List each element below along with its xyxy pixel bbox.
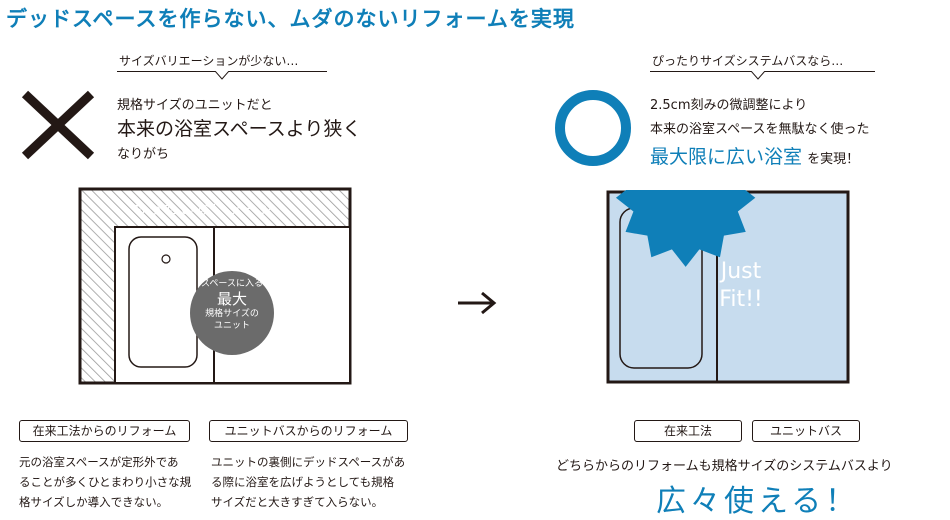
left-line-3: なりがち xyxy=(117,147,170,162)
right-line-3: 最大限に広い浴室 を実現！ xyxy=(650,142,859,169)
right-line-1: 2.5cm刻みの微調整により xyxy=(650,98,808,113)
note-unitbath-line-3: サイズだと大きすぎて入らない。 xyxy=(211,495,384,509)
tag-conventional: 在来工法 xyxy=(634,420,742,442)
left-line-1: 規格サイズのユニットだと xyxy=(117,98,273,113)
tag-unitbath: ユニットバス xyxy=(752,420,860,442)
badge-line-1: Just xyxy=(720,259,762,284)
drain xyxy=(161,254,171,264)
note-conventional: 元の浴室スペースが定形外であ ることが多くひとまわり小さな規 格サイズしか導入で… xyxy=(19,452,191,512)
unit-bath-diagram xyxy=(78,187,352,385)
note-conventional-line-2: ることが多くひとまわり小さな規 xyxy=(19,475,192,489)
right-line-3-rest: を実現！ xyxy=(807,152,860,167)
circle-line-1: スペースに入る xyxy=(201,279,263,289)
cross-mark-icon xyxy=(21,90,95,160)
tag-conventional-reform: 在来工法からのリフォーム xyxy=(19,420,190,442)
left-caption-pointer xyxy=(215,71,229,80)
circle-line-3: 規格サイズの xyxy=(205,309,259,319)
wasted-zone-label: もったいないゾーン xyxy=(132,202,276,218)
right-line-3-emphasis: 最大限に広い浴室 xyxy=(650,146,803,168)
headline-text: 広々使える！ xyxy=(656,484,860,519)
circle-mark-icon xyxy=(555,90,631,166)
max-unit-circle xyxy=(190,271,274,355)
note-unitbath: ユニットの裏側にデッドスペースがあ る際に浴室を広げようとしても規格 サイズだと… xyxy=(211,452,405,512)
note-unitbath-line-2: る際に浴室を広げようとしても規格 xyxy=(211,475,395,489)
left-caption: サイズバリエーションが少ない… xyxy=(119,54,299,68)
left-line-2: 本来の浴室スペースより狭く xyxy=(117,118,362,140)
summary-text: どちらからのリフォームも規格サイズのシステムバスより xyxy=(556,459,893,474)
note-conventional-line-3: 格サイズしか導入できない。 xyxy=(19,495,169,509)
arrow-right-icon xyxy=(458,291,497,315)
page-title: デッドスペースを作らない、ムダのないリフォームを実現 xyxy=(6,7,575,31)
circle-line-4: ユニット xyxy=(213,321,250,331)
circle-line-2: 最大 xyxy=(216,290,247,308)
just-fit-badge xyxy=(615,190,756,267)
right-caption-pointer xyxy=(751,71,765,80)
right-line-2: 本来の浴室スペースを無駄なく使った xyxy=(650,122,870,137)
note-unitbath-line-1: ユニットの裏側にデッドスペースがあ xyxy=(211,455,406,469)
note-conventional-line-1: 元の浴室スペースが定形外であ xyxy=(19,455,179,469)
just-fit-text: Just Fit!! xyxy=(701,258,781,314)
tag-unitbath-reform: ユニットバスからのリフォーム xyxy=(209,420,408,442)
right-caption: ぴったりサイズシステムバスなら… xyxy=(652,54,844,68)
system-bath-diagram xyxy=(606,190,850,384)
max-unit-text: スペースに入る 最大 規格サイズの ユニット xyxy=(192,278,272,332)
badge-line-2: Fit!! xyxy=(719,287,763,312)
